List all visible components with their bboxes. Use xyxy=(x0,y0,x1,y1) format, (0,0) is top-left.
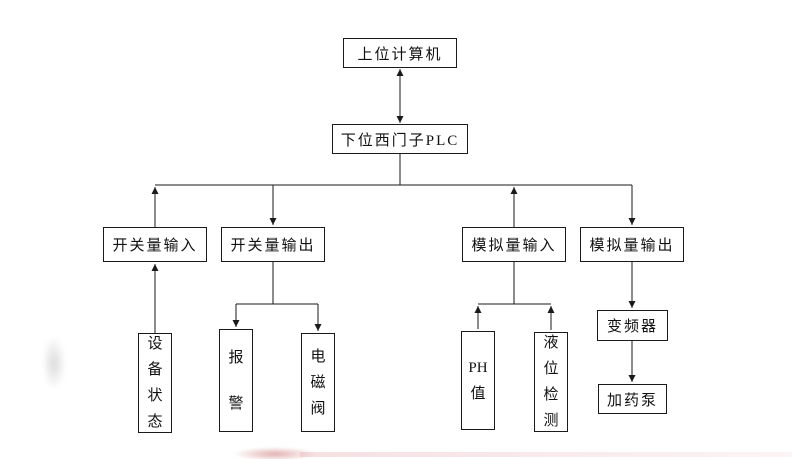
node-upper-computer: 上位计算机 xyxy=(343,38,457,68)
node-analog-output: 模拟量输出 xyxy=(580,227,684,262)
node-solenoid-valve: 电 磁 阀 xyxy=(301,333,335,432)
connector-digital-output-split xyxy=(236,262,318,305)
node-alarm: 报 警 xyxy=(219,329,253,432)
node-frequency-converter: 变频器 xyxy=(597,310,668,341)
connector-analog-input-split xyxy=(478,262,551,305)
node-dosing-pump: 加药泵 xyxy=(598,384,667,414)
node-plc: 下位西门子PLC xyxy=(332,124,468,154)
node-digital-input: 开关量输入 xyxy=(103,227,207,262)
scan-artifact-pink-smudge xyxy=(233,447,317,459)
scan-artifact-pink-strip xyxy=(300,452,792,457)
node-level-detection: 液 位 检 测 xyxy=(534,332,568,432)
node-ph-value: PH 值 xyxy=(461,331,495,430)
node-analog-input: 模拟量输入 xyxy=(462,227,566,262)
scan-artifact-gray-crescent xyxy=(42,336,66,390)
connector-bus xyxy=(155,154,632,186)
node-device-status: 设 备 状 态 xyxy=(138,333,172,433)
node-digital-output: 开关量输出 xyxy=(221,227,325,262)
